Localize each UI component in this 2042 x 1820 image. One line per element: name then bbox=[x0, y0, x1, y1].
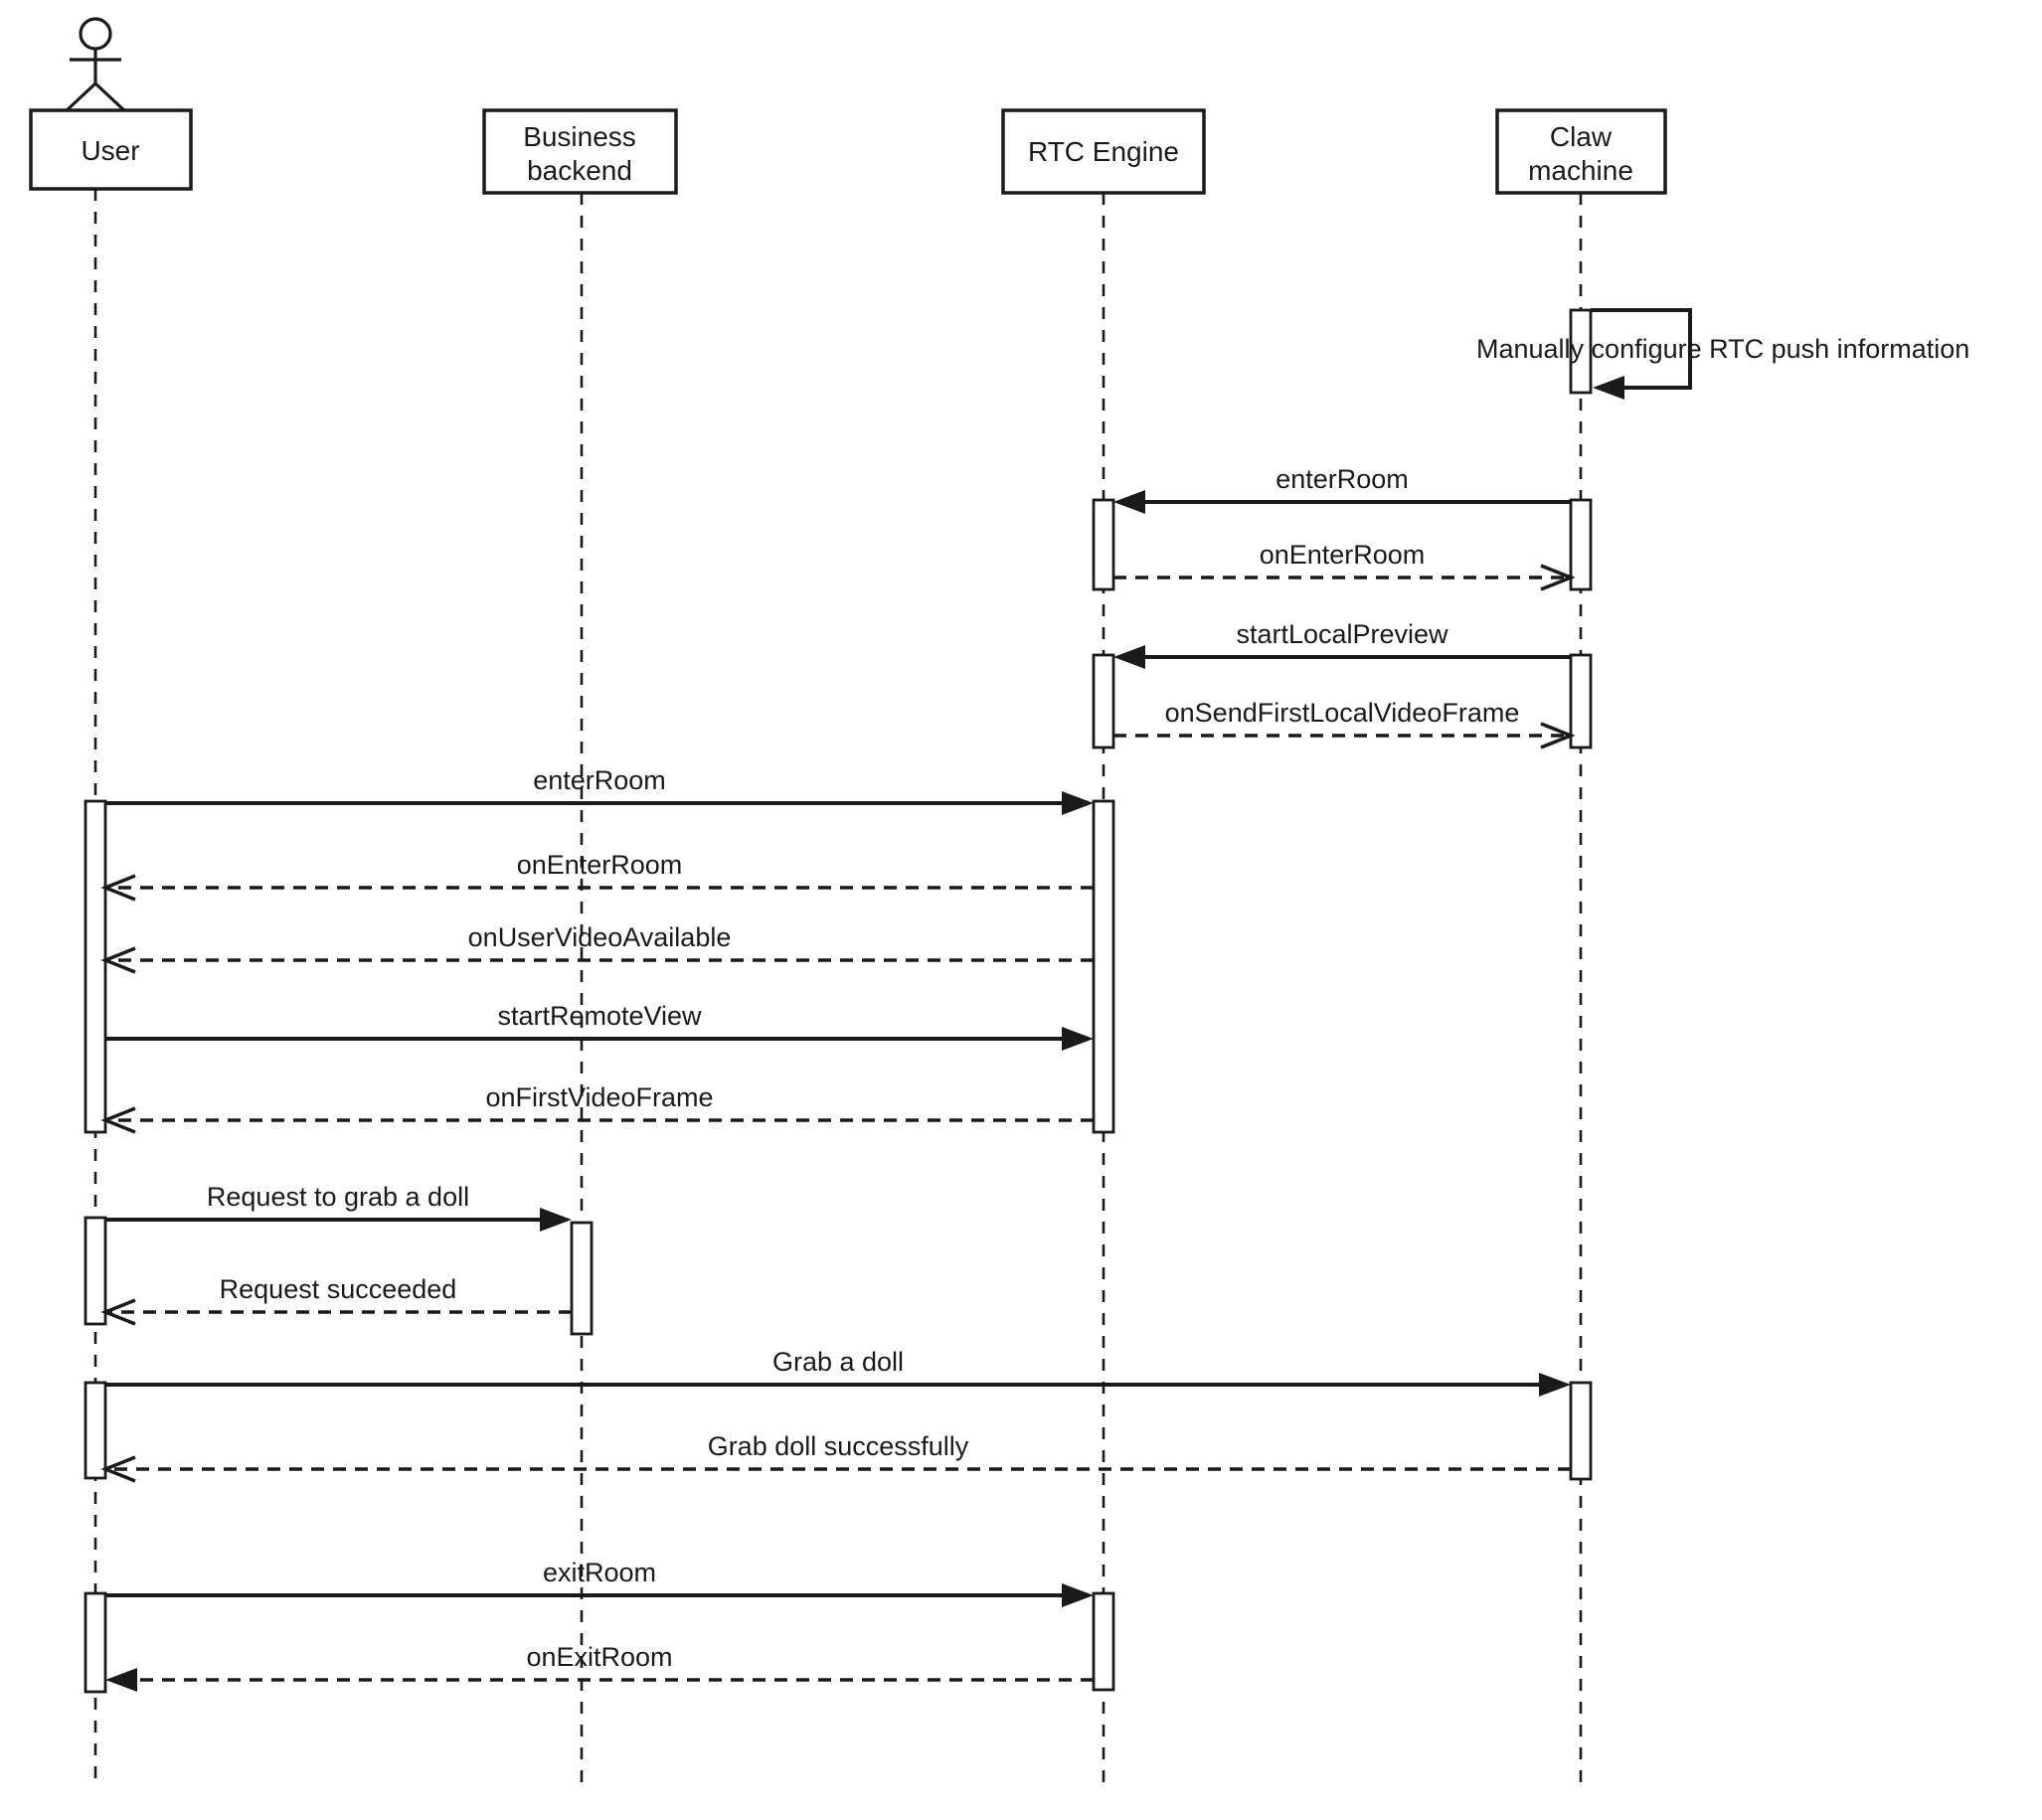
participant-label-business-line1: Business bbox=[523, 121, 636, 152]
activation-claw-grab bbox=[1569, 1381, 1593, 1481]
participant-business-backend: Business backend bbox=[482, 108, 678, 195]
message-label: Request succeeded bbox=[220, 1274, 457, 1304]
message-grab-a-doll: Grab a doll bbox=[105, 1347, 1571, 1397]
message-grab-doll-successfully: Grab doll successfully bbox=[100, 1431, 1571, 1483]
actor-left-leg bbox=[64, 82, 97, 113]
activation-user-grab bbox=[84, 1381, 107, 1480]
participant-box-business bbox=[482, 108, 678, 195]
arrowhead-icon bbox=[100, 1106, 136, 1134]
message-label: enterRoom bbox=[533, 765, 666, 795]
message-label: onFirstVideoFrame bbox=[485, 1082, 713, 1112]
self-message-label: Manually configure RTC push information bbox=[1476, 334, 1969, 364]
activation-rtc-preview bbox=[1092, 653, 1115, 749]
arrowhead-icon bbox=[100, 1455, 136, 1483]
arrowhead-icon bbox=[540, 1208, 572, 1232]
participant-box-user bbox=[29, 108, 193, 191]
arrowhead-icon bbox=[1062, 1583, 1094, 1607]
message-label: onSendFirstLocalVideoFrame bbox=[1165, 698, 1520, 728]
activation-business-request bbox=[570, 1221, 594, 1336]
arrowhead-icon bbox=[100, 1298, 136, 1326]
participant-box-claw bbox=[1495, 108, 1667, 195]
arrowhead-icon bbox=[1113, 645, 1145, 669]
message-startlocalpreview: startLocalPreview bbox=[1113, 619, 1571, 669]
message-exitroom: exitRoom bbox=[105, 1558, 1094, 1607]
activation-rtc-main bbox=[1092, 799, 1115, 1134]
message-label: Grab a doll bbox=[772, 1347, 904, 1377]
activation-user-request bbox=[84, 1216, 107, 1326]
message-startremoteview: startRemoteView bbox=[105, 1001, 1094, 1051]
message-onexitroom: onExitRoom bbox=[105, 1642, 1094, 1692]
arrowhead-icon bbox=[1113, 490, 1145, 514]
self-message-loop-line bbox=[1591, 308, 1692, 390]
participant-label-rtc: RTC Engine bbox=[1028, 136, 1179, 167]
participant-claw-machine: Claw machine bbox=[1495, 108, 1667, 195]
message-onenterroom-claw: onEnterRoom bbox=[1113, 540, 1576, 591]
message-label: Grab doll successfully bbox=[708, 1431, 969, 1461]
lifelines bbox=[93, 189, 1583, 1784]
participant-label-business-line2: backend bbox=[527, 155, 632, 186]
message-request-grab-doll: Request to grab a doll bbox=[105, 1182, 572, 1232]
participant-label-claw-line1: Claw bbox=[1550, 121, 1613, 152]
activation-user-exit bbox=[84, 1591, 107, 1694]
participant-label-user: User bbox=[81, 135, 139, 166]
message-onenterroom-user: onEnterRoom bbox=[100, 850, 1094, 902]
activation-bars bbox=[84, 308, 1593, 1694]
arrowhead-icon bbox=[105, 1668, 137, 1692]
message-label: onEnterRoom bbox=[517, 850, 683, 880]
arrowhead-icon bbox=[1540, 722, 1576, 749]
arrowhead-icon bbox=[1540, 564, 1576, 591]
arrowhead-icon bbox=[1062, 1027, 1094, 1051]
participant-rtc-engine: RTC Engine bbox=[1001, 108, 1206, 195]
actor-right-leg bbox=[93, 82, 127, 113]
participant-box-rtc bbox=[1001, 108, 1206, 195]
self-message-configure-rtc: Manually configure RTC push information bbox=[1476, 308, 1969, 400]
arrowhead-icon bbox=[1062, 791, 1094, 815]
message-onfirstvideoframe: onFirstVideoFrame bbox=[100, 1082, 1094, 1134]
activation-claw-preview bbox=[1569, 653, 1593, 749]
activation-claw-enterroom bbox=[1569, 498, 1593, 591]
message-onuservideoavailable: onUserVideoAvailable bbox=[100, 922, 1094, 974]
message-request-succeeded: Request succeeded bbox=[100, 1274, 572, 1326]
activation-user-main bbox=[84, 799, 107, 1134]
participant-user: User bbox=[29, 17, 193, 191]
message-label: startRemoteView bbox=[497, 1001, 702, 1031]
message-label: startLocalPreview bbox=[1236, 619, 1448, 649]
actor-icon bbox=[64, 17, 127, 113]
message-enterroom-claw: enterRoom bbox=[1113, 464, 1571, 514]
message-label: enterRoom bbox=[1276, 464, 1409, 494]
message-label: onExitRoom bbox=[526, 1642, 672, 1672]
message-label: onUserVideoAvailable bbox=[468, 922, 732, 952]
arrowhead-icon bbox=[100, 874, 136, 902]
participant-label-claw-line2: machine bbox=[1528, 155, 1633, 186]
activation-claw-selfconfig bbox=[1569, 308, 1593, 395]
self-message-arrowhead-icon bbox=[1593, 376, 1624, 400]
activation-rtc-enterroom bbox=[1092, 498, 1115, 591]
arrowhead-icon bbox=[100, 946, 136, 974]
activation-rtc-exit bbox=[1092, 1591, 1115, 1692]
message-enterroom-user: enterRoom bbox=[105, 765, 1094, 815]
arrowhead-icon bbox=[1539, 1373, 1571, 1397]
message-onsendfirstlocalvideoframe: onSendFirstLocalVideoFrame bbox=[1113, 698, 1576, 749]
message-label: exitRoom bbox=[543, 1558, 656, 1587]
message-label: Request to grab a doll bbox=[207, 1182, 469, 1212]
actor-head bbox=[79, 17, 112, 51]
message-label: onEnterRoom bbox=[1260, 540, 1426, 570]
